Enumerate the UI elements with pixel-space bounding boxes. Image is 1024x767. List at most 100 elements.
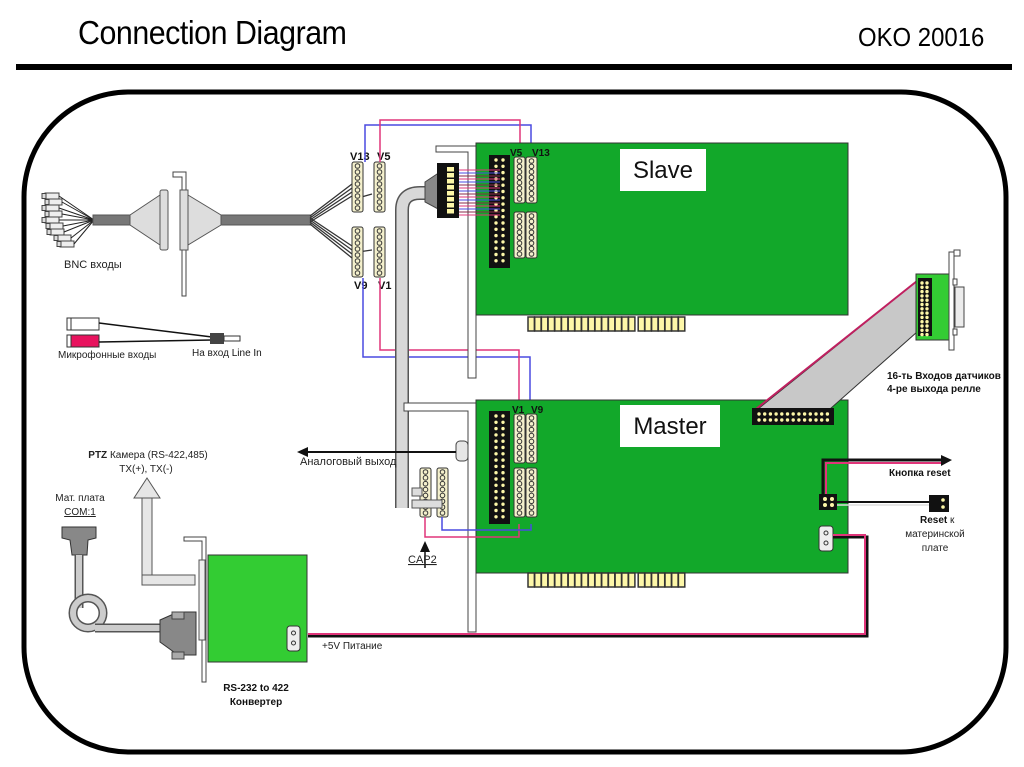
master-header-4-body [525,467,538,518]
pin [494,221,498,225]
slave-header-4 [525,211,538,259]
pin [501,215,505,219]
bnc-wire [70,219,95,239]
pin [494,240,498,244]
pin [925,328,929,332]
pin-hole [376,205,383,211]
pin [501,196,505,200]
mic-wire-1 [98,322,213,338]
pin-hole [376,163,383,169]
cap2-label: CAP2 [408,554,437,566]
pin [494,502,498,506]
pin [925,307,929,311]
mic-inputs-label: Микрофонные входы [58,349,156,361]
pin [501,164,505,168]
pin-hole [439,486,446,493]
pin [920,320,924,324]
pin [501,414,505,418]
plug-pin [447,203,454,208]
pin [814,412,818,416]
pin-hole [354,258,361,264]
pin-hole [354,264,361,270]
edge-finger [677,316,686,332]
main-video-cable [220,214,312,226]
master-header-3-body [513,467,526,518]
pin [768,412,773,416]
pin-hole [516,196,523,202]
master-v1-label: V1 [512,405,525,416]
pin [774,412,778,416]
bnc-connector [59,240,75,248]
reset-mb-label-line3: плате [922,543,949,554]
master-idc-pins [494,414,505,519]
pin [494,489,498,494]
pin [494,445,498,450]
reset-jumper [819,494,837,510]
converter-db-ports [198,559,206,641]
pin [494,426,498,431]
line-in-plug-tip [223,335,241,342]
pin-hole [422,492,429,499]
edge-finger [527,316,536,332]
slave-v5-label: V5 [510,148,523,159]
sensor-board-pins [920,281,929,337]
pin [820,418,824,422]
pin-hole [516,174,523,181]
pin-hole [528,456,535,462]
master-header-4 [525,467,538,518]
cable-header-v9 [351,226,364,278]
bnc-connector [44,192,60,200]
pin [494,464,498,469]
pin-hole [516,169,523,175]
cable-v1-label: V1 [378,280,391,292]
pin-hole [422,475,429,481]
edge-finger [650,572,659,588]
wire-v1-pink [379,278,520,405]
pin-hole [354,234,361,240]
cap2-tab-2 [411,499,443,509]
pin-hole [376,175,383,181]
pin [494,483,498,487]
title-divider [16,64,1012,70]
pin [920,311,924,315]
master-sensor-header [752,408,834,425]
sensor-bracket [948,251,955,351]
edge-finger [637,316,646,332]
pin [501,471,505,475]
edge-finger [533,572,542,588]
pin-hole [516,438,523,445]
master-header-v1 [513,413,526,464]
master-header-v9-body [525,413,538,464]
pin-hole [516,444,523,451]
edge-finger [567,572,576,588]
pin-hole [516,245,523,252]
reset-mb-label: Reset к [920,515,955,526]
pin [501,489,505,494]
bnc-tip [44,199,50,205]
pin-hole [354,270,361,276]
pin [501,483,505,487]
pin [501,240,505,244]
pin [501,158,505,162]
edge-finger [554,572,562,588]
sensor-screw-2 [952,328,958,336]
pin [920,328,924,332]
pin-hole [354,187,361,193]
edge-finger [614,572,623,588]
edge-finger [650,316,659,332]
mic-input-red-jack [66,334,100,348]
bnc-connector [47,198,63,206]
master-idc-header [489,411,510,524]
pin-hole [528,251,535,257]
master-v-headers [513,413,538,518]
pin-hole [354,181,361,187]
pin-hole [516,469,523,475]
db-connector-shell-left [159,189,169,251]
pin [925,281,929,285]
sensor-screw-1 [952,278,958,286]
pin [820,412,824,416]
pin [763,418,767,422]
cable-header-v1-body [373,226,386,278]
pin [494,259,498,263]
